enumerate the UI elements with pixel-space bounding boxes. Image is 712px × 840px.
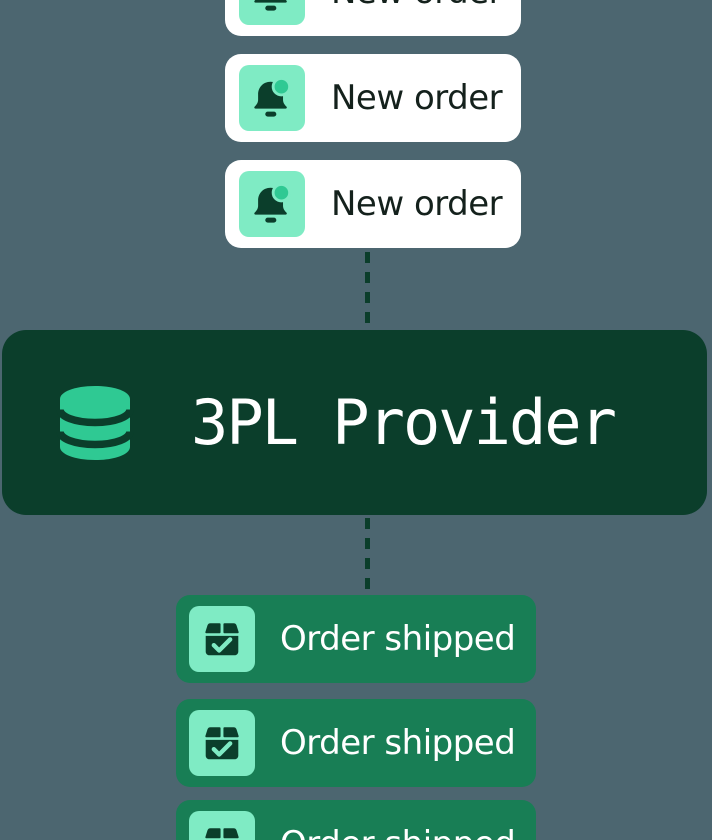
provider-label: 3PL Provider	[191, 385, 617, 459]
bell-notification-icon	[249, 0, 295, 15]
order-shipped-card: Order shipped	[176, 800, 536, 840]
new-order-card: New order	[225, 160, 521, 248]
order-shipped-card: Order shipped	[176, 699, 536, 787]
new-order-card: New order	[225, 54, 521, 142]
bell-icon-tile	[239, 0, 305, 25]
box-check-icon	[199, 720, 245, 766]
new-order-label: New order	[331, 184, 503, 224]
new-order-label: New order	[331, 0, 503, 9]
bell-icon-tile	[239, 65, 305, 131]
provider-banner: 3PL Provider	[2, 330, 707, 515]
connector-dashed-line-bottom	[365, 518, 370, 592]
connector-dashed-line-top	[365, 252, 370, 329]
database-icon	[55, 383, 135, 463]
bell-icon-tile	[239, 171, 305, 237]
bell-notification-icon	[249, 75, 295, 121]
order-shipped-card: Order shipped	[176, 595, 536, 683]
box-check-icon	[199, 616, 245, 662]
box-check-icon	[199, 821, 245, 840]
box-icon-tile	[189, 811, 255, 840]
new-order-card: New order	[225, 0, 521, 36]
bell-notification-icon	[249, 181, 295, 227]
box-icon-tile	[189, 710, 255, 776]
order-shipped-label: Order shipped	[280, 723, 516, 763]
order-shipped-label: Order shipped	[280, 619, 516, 659]
new-order-label: New order	[331, 78, 503, 118]
box-icon-tile	[189, 606, 255, 672]
order-shipped-label: Order shipped	[280, 827, 516, 840]
